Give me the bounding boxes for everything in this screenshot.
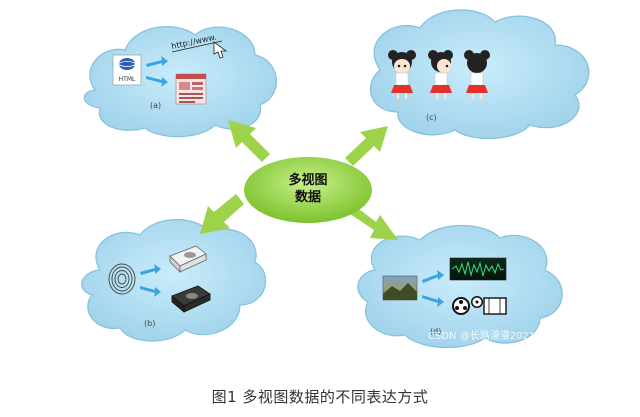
green-arrows xyxy=(200,120,398,240)
fingerprint-scanner-dark-icon xyxy=(171,285,211,313)
panel-d-label: (d) xyxy=(430,327,441,336)
panel-b-contents: (b) xyxy=(108,245,211,328)
watermark: CSDN @长路漫漫2021 xyxy=(428,329,535,342)
arrow-to-panel-a xyxy=(228,120,270,162)
cartoon-girl-side-icon xyxy=(428,50,453,99)
cloud-d xyxy=(357,224,563,348)
cartoon-girl-front-icon xyxy=(388,50,416,99)
arrow-a-up xyxy=(146,56,168,67)
fingerprint-scanner-white-icon xyxy=(169,245,207,273)
panel-a-label: (a) xyxy=(150,101,161,110)
arrow-to-panel-d xyxy=(350,206,398,240)
arrow-to-panel-c xyxy=(345,126,388,166)
arrow-b-down xyxy=(140,286,161,297)
panel-c-contents: (c) xyxy=(388,50,490,122)
arrow-d-down xyxy=(422,295,444,307)
arrow-to-panel-b xyxy=(200,194,244,234)
audio-waveform-icon xyxy=(449,257,507,281)
center-label-line1: 多视图 xyxy=(288,172,327,188)
center-label-line2: 数据 xyxy=(295,189,321,205)
figure-caption: 图1 多视图数据的不同表达方式 xyxy=(211,388,429,406)
fingerprint-icon xyxy=(108,263,136,295)
html-logo-text: HTML xyxy=(119,76,136,83)
panel-d-contents: (d) xyxy=(382,257,507,336)
center-node: 多视图 数据 xyxy=(244,157,372,223)
panel-b-label: (b) xyxy=(144,319,155,328)
cloud-b xyxy=(81,219,267,342)
arrow-a-down xyxy=(146,76,168,87)
webpage-thumbnail xyxy=(175,73,207,105)
hand-cursor-icon xyxy=(213,41,228,59)
html-globe-icon xyxy=(119,58,135,70)
landscape-photo-icon xyxy=(382,275,418,301)
arrow-d-up xyxy=(422,270,444,283)
cartoon-girl-back-icon xyxy=(464,50,490,99)
panel-c-label: (c) xyxy=(426,113,437,122)
film-reel-icon xyxy=(452,296,507,315)
arrow-b-up xyxy=(140,264,161,275)
